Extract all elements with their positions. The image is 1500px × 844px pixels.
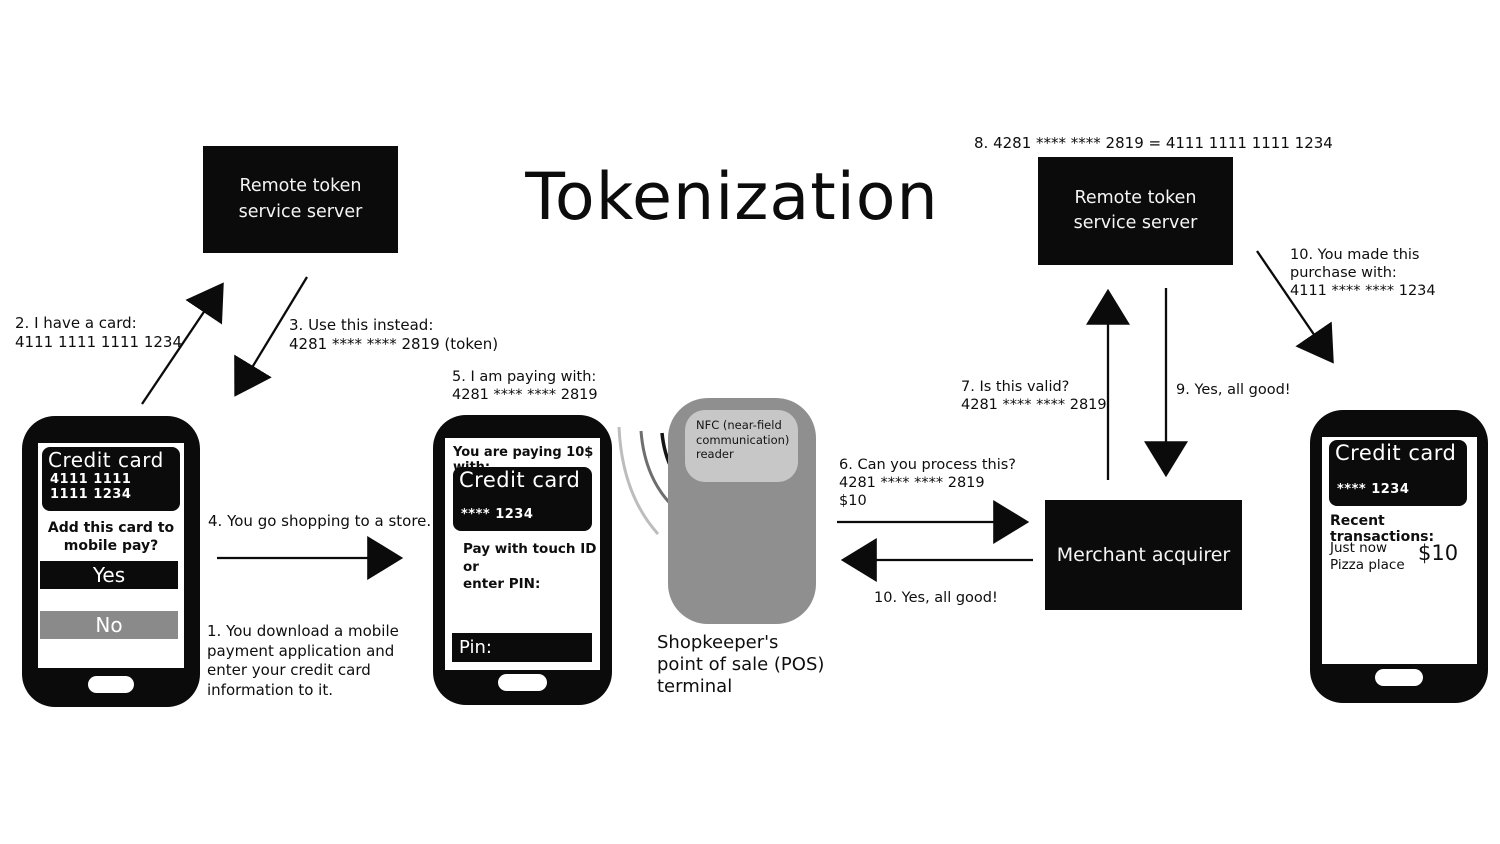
pin-input[interactable]: Pin: [452, 633, 592, 662]
right-phone: Credit card **** 1234 Recent transaction… [1310, 410, 1488, 703]
label-step7: 7. Is this valid? 4281 **** **** 2819 [961, 379, 1107, 413]
touch-id-prompt: Pay with touch ID or enter PIN: [463, 541, 597, 593]
label-step9: 9. Yes, all good! [1176, 382, 1291, 398]
page-title: Tokenization [525, 160, 939, 235]
pos-terminal-caption: Shopkeeper's point of sale (POS) termina… [657, 632, 825, 697]
add-card-prompt: Add this card to mobile pay? [47, 520, 175, 555]
transaction-merchant: Pizza place [1330, 557, 1405, 573]
right-phone-home-button [1375, 669, 1423, 686]
remote-token-server-right: Remote token service server [1038, 157, 1233, 265]
left-phone-credit-card: Credit card 4111 1111 1111 1234 [42, 447, 180, 511]
left-phone: Credit card 4111 1111 1111 1234 Add this… [22, 416, 200, 707]
merchant-acquirer-box: Merchant acquirer [1045, 500, 1242, 610]
right-phone-screen: Credit card **** 1234 Recent transaction… [1322, 437, 1477, 664]
label-step2: 2. I have a card: 4111 1111 1111 1234 [15, 314, 182, 351]
pos-terminal: NFC (near-field communication) reader [668, 398, 816, 624]
no-button[interactable]: No [40, 611, 178, 639]
nfc-reader: NFC (near-field communication) reader [685, 410, 798, 482]
middle-phone-home-button [498, 674, 547, 691]
middle-phone-credit-card: Credit card **** 1234 [453, 467, 592, 531]
label-step5: 5. I am paying with: 4281 **** **** 2819 [452, 369, 598, 403]
remote-token-server-left: Remote token service server [203, 146, 398, 253]
card-number: **** 1234 [461, 507, 534, 522]
right-phone-credit-card: Credit card **** 1234 [1329, 440, 1467, 506]
left-phone-screen: Credit card 4111 1111 1111 1234 Add this… [38, 443, 184, 668]
transaction-time: Just now [1330, 540, 1388, 556]
card-number: **** 1234 [1337, 482, 1410, 497]
label-step1: 1. You download a mobile payment applica… [207, 622, 399, 699]
label-step8: 8. 4281 **** **** 2819 = 4111 1111 1111 … [974, 134, 1333, 152]
card-number: 4111 1111 1111 1234 [50, 472, 132, 502]
card-title: Credit card [459, 468, 581, 492]
label-step10-purchase: 10. You made this purchase with: 4111 **… [1290, 247, 1436, 299]
left-phone-home-button [88, 676, 134, 693]
middle-phone-screen: You are paying 10$ with: Credit card ***… [445, 438, 600, 670]
label-step10-merchant: 10. Yes, all good! [874, 590, 998, 606]
transaction-amount: $10 [1418, 541, 1459, 565]
label-step3: 3. Use this instead: 4281 **** **** 2819… [289, 316, 499, 353]
label-step6: 6. Can you process this? 4281 **** **** … [839, 457, 1016, 509]
card-title: Credit card [48, 448, 164, 472]
recent-transactions-header: Recent transactions: [1330, 513, 1435, 545]
label-step4: 4. You go shopping to a store. [208, 512, 432, 530]
yes-button[interactable]: Yes [40, 561, 178, 589]
middle-phone: You are paying 10$ with: Credit card ***… [433, 415, 612, 705]
card-title: Credit card [1335, 441, 1457, 465]
